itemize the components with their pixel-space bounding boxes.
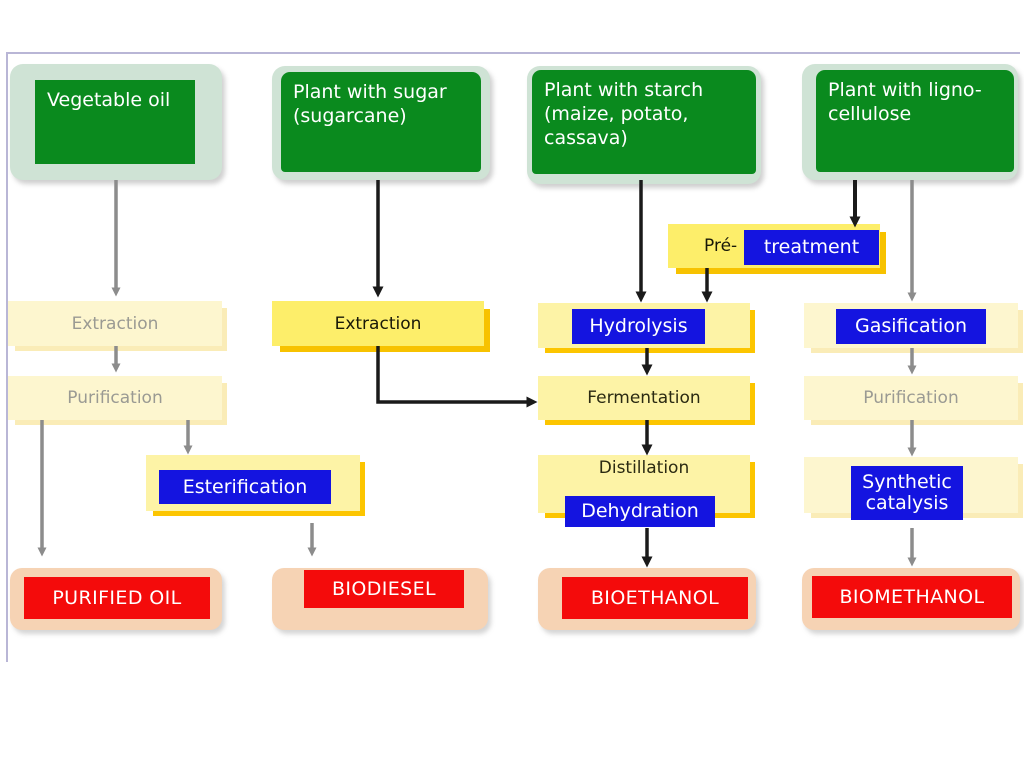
product-label-purified-oil: PURIFIED OIL: [24, 577, 210, 619]
source-node-plant-with-starch[interactable]: Plant with starch (maize, potato, cassav…: [527, 66, 761, 184]
process-node-purification-4[interactable]: Purification: [804, 376, 1018, 420]
source-node-plant-with-lignocellulose[interactable]: Plant with ligno- cellulose: [802, 64, 1018, 180]
product-label-bioethanol: BIOETHANOL: [562, 577, 748, 619]
product-node-biomethanol[interactable]: BIOMETHANOL: [802, 568, 1020, 630]
source-node-vegetable-oil[interactable]: Vegetable oil: [10, 64, 222, 180]
annotation-hydrolysis[interactable]: Hydrolysis: [572, 309, 705, 344]
process-label-pretreatment-prefix: Pré-: [704, 236, 738, 256]
product-node-biodiesel[interactable]: BIODIESEL: [272, 568, 488, 630]
product-node-purified-oil[interactable]: PURIFIED OIL: [10, 568, 222, 630]
source-label-vegetable-oil: Vegetable oil: [35, 80, 195, 164]
product-node-bioethanol[interactable]: BIOETHANOL: [538, 568, 756, 630]
process-node-fermentation[interactable]: Fermentation: [538, 376, 750, 420]
annotation-treatment[interactable]: treatment: [744, 230, 879, 265]
annotation-esterification[interactable]: Esterification: [159, 470, 331, 504]
product-label-biomethanol: BIOMETHANOL: [812, 576, 1012, 618]
source-label-plant-with-sugar: Plant with sugar (sugarcane): [281, 72, 481, 172]
annotation-synthetic-catalysis[interactable]: Synthetic catalysis: [851, 466, 963, 520]
process-node-purification-1[interactable]: Purification: [8, 376, 222, 420]
process-node-extraction-2[interactable]: Extraction: [272, 301, 484, 346]
annotation-gasification[interactable]: Gasification: [836, 309, 986, 344]
process-node-extraction-1[interactable]: Extraction: [8, 301, 222, 346]
source-label-plant-with-starch: Plant with starch (maize, potato, cassav…: [532, 70, 756, 174]
annotation-dehydration[interactable]: Dehydration: [565, 496, 715, 527]
arrow-extraction2-to-fermentation: [376, 346, 538, 408]
product-label-biodiesel: BIODIESEL: [304, 570, 464, 608]
source-node-plant-with-sugar[interactable]: Plant with sugar (sugarcane): [272, 66, 490, 180]
source-label-plant-with-lignocellulose: Plant with ligno- cellulose: [816, 70, 1014, 172]
